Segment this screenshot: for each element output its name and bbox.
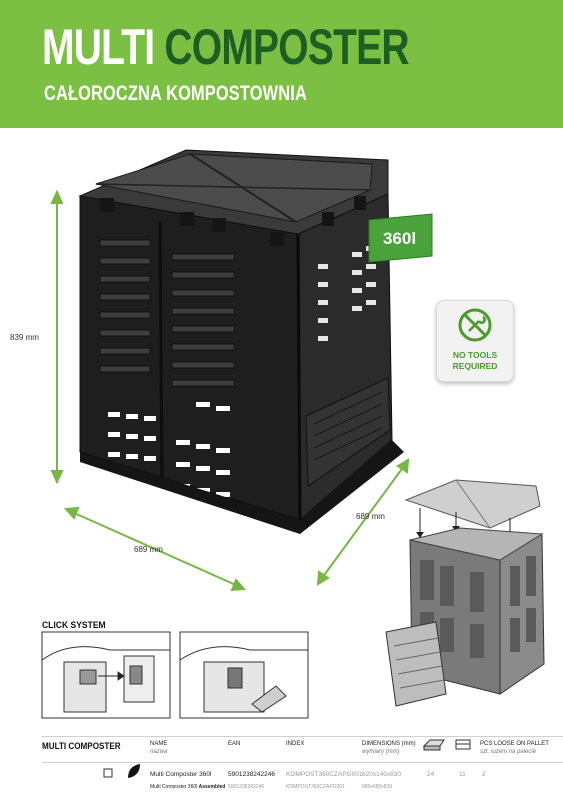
depth-label: 689 mm [356, 512, 385, 521]
col-ean-header: EAN [228, 741, 241, 747]
row2-dims: 689x689x839 [362, 784, 393, 790]
col-dimensions-sub: wymiary (mm) [362, 749, 400, 755]
header-banner: MULTI COMPOSTER CAŁOROCZNA KOMPOSTOWNIA [0, 0, 563, 128]
row1-name: Multi Composter 360l [150, 771, 212, 778]
table-product-label: MULTI COMPOSTER [42, 741, 121, 751]
dimension-arrows [50, 189, 410, 592]
row2-ean: 5901238242246 [228, 784, 265, 790]
width-label: 689 mm [134, 545, 163, 554]
click-system-diagrams [41, 631, 309, 719]
assembly-image [385, 479, 545, 707]
col-name-sub: nazwa [150, 749, 168, 755]
col-pcs-header: PCS LOOSE ON PALLET [480, 741, 549, 747]
capacity-badge: 360l [382, 229, 417, 248]
row1-value-3: 2 [482, 771, 486, 778]
height-label: 839 mm [10, 333, 39, 342]
row1-ean: 5901238242246 [228, 771, 275, 778]
table-top-rule [42, 736, 563, 737]
no-tools-line2: REQUIRED [452, 361, 498, 371]
no-tools-line1: NO TOOLS [452, 350, 498, 360]
page-subtitle: CAŁOROCZNA KOMPOSTOWNIA [44, 82, 307, 105]
col-index-header: INDEX [286, 741, 305, 747]
col-pcs-sub: szt. luzem na palecie [480, 749, 537, 755]
row2-name-text: Multi Composter 360l [150, 784, 198, 790]
col-dimensions-header: DIMENSIONS (mm) [362, 741, 416, 747]
table-mid-rule [42, 762, 563, 763]
row1-index: KOMPOST360CZAPG001 [286, 771, 363, 778]
title-part-1: MULTI [42, 19, 155, 75]
row2-name-suffix: Assembled [198, 784, 226, 790]
row2-index: KOMPOST360CZAPG001 [286, 784, 345, 790]
table-icons [422, 739, 471, 751]
click-system-title: CLICK SYSTEM [42, 620, 106, 631]
row1-dims: 620x140x830 [362, 771, 402, 778]
col-name-header: NAME [150, 741, 168, 747]
row1-value-2: 11 [459, 771, 466, 778]
row1-value-1: 24 [427, 771, 435, 778]
row-checkbox [103, 768, 113, 778]
leaf-icon [128, 764, 140, 778]
row2-name: Multi Composter 360l Assembled [150, 784, 225, 790]
title-part-2: COMPOSTER [164, 19, 409, 75]
no-tools-badge: NO TOOLS REQUIRED [436, 300, 514, 382]
page-title: MULTI COMPOSTER [42, 19, 410, 75]
wrench-screwdriver-icon [458, 308, 492, 342]
